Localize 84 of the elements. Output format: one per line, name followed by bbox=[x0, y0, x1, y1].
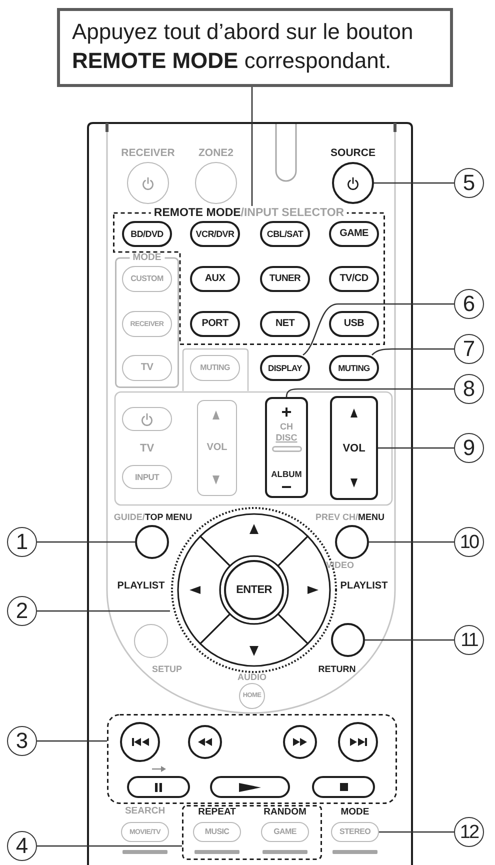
round-button bbox=[331, 623, 365, 657]
button-label: PLAYLIST bbox=[340, 580, 388, 592]
callout-number: 1 bbox=[7, 527, 37, 557]
volume-rocker: VOL bbox=[330, 396, 378, 500]
remote-button: PORT bbox=[190, 311, 240, 337]
button-label: TV bbox=[140, 442, 154, 456]
button-label: PREV CH/MENU bbox=[316, 512, 384, 522]
callout-number: 12 bbox=[454, 817, 484, 847]
remote-button: NET bbox=[260, 311, 310, 337]
leader-line bbox=[37, 845, 182, 847]
leader-line bbox=[372, 348, 454, 356]
button-label: SOURCE bbox=[330, 146, 376, 160]
round-button bbox=[283, 725, 317, 759]
callout-number: 11 bbox=[454, 625, 484, 655]
leader-line bbox=[37, 610, 170, 612]
note-text: Appuyez tout d’abord sur le bouton REMOTE MODE correspondant. bbox=[72, 18, 414, 75]
button-label: SETUP bbox=[152, 664, 182, 674]
power-button bbox=[122, 407, 172, 431]
round-button bbox=[120, 722, 160, 762]
button-label: MODE bbox=[340, 808, 370, 818]
callout-number: 6 bbox=[454, 289, 484, 319]
leader-line bbox=[379, 831, 454, 833]
remote-button: TV bbox=[122, 355, 172, 381]
callout-number: 8 bbox=[454, 374, 484, 404]
note-box bbox=[57, 8, 453, 87]
channel-rocker: + CH DISC ALBUM − bbox=[265, 397, 308, 498]
leader-line bbox=[365, 639, 454, 641]
leader-line bbox=[251, 87, 253, 206]
remote-button: CUSTOM bbox=[122, 266, 172, 292]
leader-line bbox=[37, 740, 107, 742]
power-button bbox=[332, 162, 374, 204]
leader-line bbox=[378, 447, 454, 449]
button-label: GUIDE/TOP MENU bbox=[114, 512, 192, 522]
remote-button: MUTING bbox=[190, 355, 240, 381]
button-label: RANDOM bbox=[264, 808, 306, 818]
remote-button bbox=[127, 776, 190, 798]
power-button bbox=[127, 162, 169, 204]
remote-button: GAME bbox=[261, 822, 309, 842]
callout-number: 5 bbox=[454, 168, 484, 198]
button-label: SEARCH bbox=[124, 806, 166, 818]
remote-button bbox=[210, 776, 290, 798]
leader-line bbox=[374, 182, 454, 184]
callout-number: 10 bbox=[454, 527, 484, 557]
round-button bbox=[195, 162, 237, 204]
remote-button: STEREO bbox=[331, 822, 379, 842]
remote-button: BD/DVD bbox=[122, 221, 172, 247]
callout-number: 9 bbox=[454, 433, 484, 463]
callout-number: 3 bbox=[7, 726, 37, 756]
remote-button: MUTING bbox=[329, 355, 379, 381]
button-label: PLAYLIST bbox=[117, 580, 165, 592]
remote-button: VCR/DVR bbox=[190, 221, 240, 247]
button-group-frame bbox=[115, 253, 179, 388]
round-button bbox=[134, 624, 168, 658]
remote-button: USB bbox=[329, 311, 379, 337]
arrow-key bbox=[199, 613, 309, 667]
remote-button: MUSIC bbox=[193, 822, 241, 842]
leader-line bbox=[369, 541, 454, 543]
arrow-key bbox=[177, 535, 231, 645]
callout-number: 2 bbox=[7, 596, 37, 626]
button-group-frame bbox=[107, 714, 397, 804]
group-heading: MODE bbox=[130, 253, 164, 263]
leader-line bbox=[37, 541, 135, 543]
remote-button: INPUT bbox=[122, 465, 172, 489]
arrow-key bbox=[199, 513, 309, 567]
button-label: AUDIO bbox=[238, 672, 266, 682]
callout-number: 4 bbox=[7, 831, 37, 861]
callout-number: 7 bbox=[454, 334, 484, 364]
volume-rocker: VOL bbox=[197, 400, 237, 496]
button-label: RECEIVER bbox=[121, 146, 175, 160]
remote-button bbox=[312, 776, 375, 798]
round-button bbox=[338, 722, 378, 762]
remote-button: TUNER bbox=[260, 266, 310, 292]
remote-button: AUX bbox=[190, 266, 240, 292]
round-button bbox=[135, 525, 169, 559]
round-button bbox=[335, 525, 369, 559]
remote-button: DISPLAY bbox=[260, 355, 310, 381]
button-label: ZONE2 bbox=[198, 146, 234, 160]
remote-button: TV/CD bbox=[329, 266, 379, 292]
button-label: RETURN bbox=[318, 664, 356, 674]
round-button bbox=[188, 725, 222, 759]
button-label: REPEAT bbox=[198, 808, 236, 818]
remote-button: GAME bbox=[329, 221, 379, 247]
button-label: VIDEO bbox=[326, 560, 354, 570]
remote-button: CBL/SAT bbox=[260, 221, 310, 247]
